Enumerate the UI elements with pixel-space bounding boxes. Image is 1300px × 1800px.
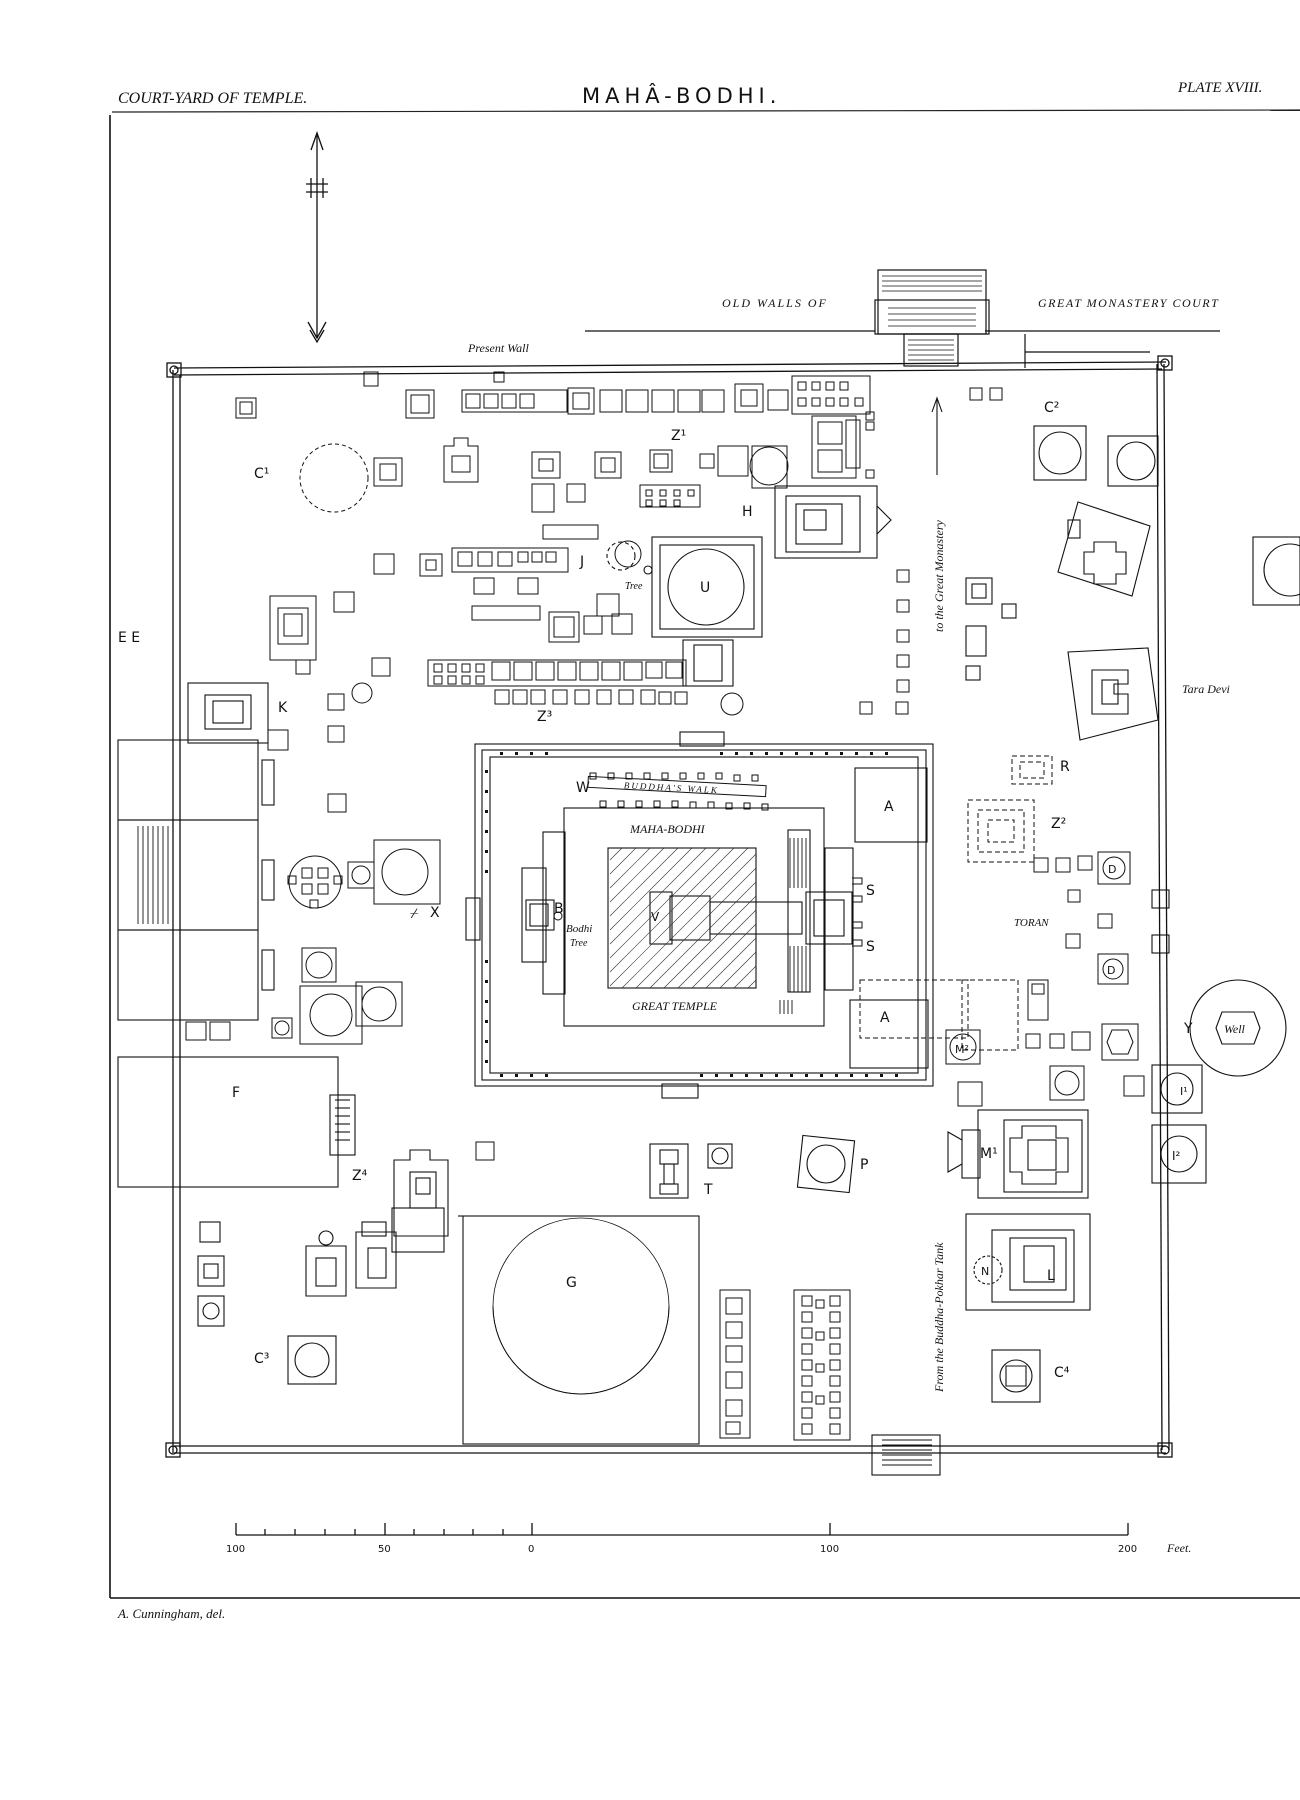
south-gateway <box>871 1434 941 1476</box>
label-bodhi-tree: Tree <box>570 938 588 949</box>
key-g: G <box>566 1275 577 1291</box>
key-n: N <box>981 1265 989 1278</box>
key-w: W <box>576 780 590 796</box>
key-b: B <box>554 901 564 917</box>
label-tree-small: Tree <box>625 581 643 592</box>
key-l: L <box>1047 1268 1055 1284</box>
label-present-wall: Present Wall <box>467 341 529 355</box>
shrines-t-p <box>649 1134 856 1199</box>
temple-steps <box>779 838 807 1014</box>
label-great-temple: GREAT TEMPLE <box>632 999 718 1013</box>
key-z4: Z⁴ <box>352 1168 368 1184</box>
north-shrines <box>235 371 1003 716</box>
building-a <box>849 767 929 1069</box>
key-z2: Z² <box>1051 816 1066 832</box>
key-s1: S <box>866 883 875 899</box>
key-j: J <box>579 554 584 570</box>
key-s2: S <box>866 939 875 955</box>
key-i2: I² <box>1172 1149 1181 1163</box>
gateway-steps <box>882 275 982 361</box>
key-r: R <box>1060 759 1070 775</box>
key-c1: C¹ <box>254 466 269 482</box>
label-well: Well <box>1224 1022 1246 1036</box>
southwest-shrines <box>197 1149 449 1385</box>
key-m1: M¹ <box>980 1146 998 1162</box>
scale-tick-label: 0 <box>528 1544 534 1555</box>
label-old-walls: OLD WALLS OF <box>722 296 828 310</box>
key-e: E E <box>118 630 140 646</box>
monument-u <box>606 536 763 687</box>
northeast-shrines <box>965 425 1159 741</box>
key-y: Y <box>1183 1021 1193 1037</box>
courtyard-wall <box>165 355 1173 1458</box>
scale-tick-label: 100 <box>226 1544 245 1555</box>
header-right: PLATE XVIII. <box>1177 80 1262 96</box>
label-to-great-monastery: to the Great Monastery <box>932 519 946 632</box>
path-markers <box>859 411 910 715</box>
scale-bar <box>235 1523 1129 1536</box>
key-f: F <box>232 1085 240 1101</box>
scale-tick-label: 100 <box>820 1544 839 1555</box>
shrines-m-n-l <box>947 1109 1091 1403</box>
railing-posts <box>485 752 898 1077</box>
key-a2: A <box>880 1010 890 1026</box>
key-z3: Z³ <box>537 709 552 725</box>
plate-title: MAHÂ-BODHI. <box>582 83 781 108</box>
key-v: V <box>651 910 660 924</box>
label-x-marker-icon: ⌿ <box>410 906 419 922</box>
temple-h <box>774 485 892 559</box>
key-k: K <box>278 700 288 716</box>
scale-tick-label: 200 <box>1118 1544 1137 1555</box>
toran-dashed-area <box>859 755 1053 1051</box>
key-t: T <box>703 1182 713 1198</box>
key-d2: D <box>1107 964 1115 977</box>
key-c3: C³ <box>254 1351 269 1367</box>
bodhi-tree-icon <box>553 911 563 921</box>
plate-frame <box>109 115 1300 1599</box>
west-central-shrines <box>185 693 495 1161</box>
scale-tick-labels: 100 50 0 100 200 <box>226 1544 1137 1555</box>
label-buddhas-walk: BUDDHA'S WALK <box>624 780 719 795</box>
west-buildings <box>117 682 356 1188</box>
monastery-arrow-icon <box>931 396 943 475</box>
key-c2: C² <box>1044 400 1059 416</box>
north-arrow-icon <box>306 131 328 344</box>
label-bodhi: Bodhi <box>566 923 592 935</box>
label-tara-devi: Tara Devi <box>1182 682 1230 696</box>
key-i1: I¹ <box>1180 1085 1188 1098</box>
key-u: U <box>700 580 710 596</box>
key-z1: Z¹ <box>671 428 686 444</box>
temple-text-labels: MAHA-BODHI GREAT TEMPLE Bodhi Tree TORAN <box>566 822 1049 1013</box>
credit: A. Cunningham, del. <box>117 1606 225 1621</box>
key-a1: A <box>884 799 894 815</box>
scale-unit: Feet. <box>1166 1541 1191 1555</box>
toran-shrines <box>945 851 1145 1107</box>
key-m2: M² <box>955 1043 969 1056</box>
east-structures <box>1151 536 1300 1184</box>
label-from-tank: From the Buddha-Pokhar Tank <box>932 1242 946 1393</box>
key-h: H <box>742 504 753 520</box>
south-stupa-rows <box>719 1289 851 1441</box>
key-x: X <box>430 905 440 921</box>
west-steps <box>137 826 169 924</box>
scale-tick-label: 50 <box>378 1544 391 1555</box>
great-temple <box>521 807 863 1027</box>
key-d1: D <box>1108 863 1116 876</box>
label-great-monastery-court: GREAT MONASTERY COURT <box>1038 296 1219 310</box>
court-g <box>458 1215 700 1445</box>
sanctum-hatching <box>609 847 757 989</box>
map-key-letters: C¹ C² C³ C⁴ Z¹ Z² Z³ Z⁴ H J U K E E W A … <box>118 400 1193 1381</box>
label-toran: TORAN <box>1014 917 1049 929</box>
key-p: P <box>860 1157 868 1173</box>
temple-enclosure <box>465 731 934 1099</box>
label-maha-bodhi: MAHA-BODHI <box>629 822 706 836</box>
key-c4: C⁴ <box>1054 1365 1070 1381</box>
header-left: COURT-YARD OF TEMPLE. <box>118 90 307 107</box>
old-monastery-walls <box>585 269 1220 368</box>
